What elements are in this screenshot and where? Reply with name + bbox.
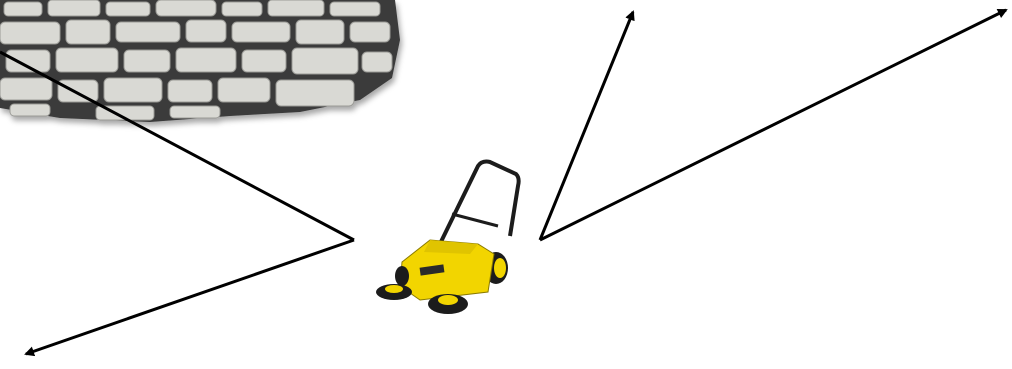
arrow-to-top-right xyxy=(540,10,1006,240)
push-sweeper xyxy=(376,162,519,315)
sweeper-handle xyxy=(436,162,519,253)
cobblestone-pavement xyxy=(0,0,400,122)
arrow-to-lower-left xyxy=(26,240,354,354)
arrow-to-top-center xyxy=(540,12,633,240)
